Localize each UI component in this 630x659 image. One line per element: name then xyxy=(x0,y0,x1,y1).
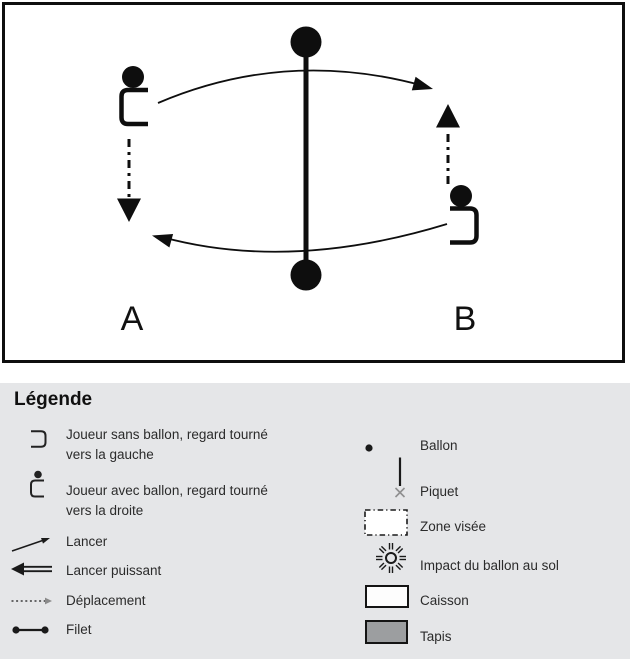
legend-item-label: Caisson xyxy=(420,593,469,608)
movement-arrow-a-icon xyxy=(117,139,141,222)
label-player-a: A xyxy=(121,300,144,338)
legend-item-label: Lancer puissant xyxy=(66,563,162,578)
legend-item-label: Joueur avec ballon, regard tourné vers l… xyxy=(66,483,268,518)
diagram-frame xyxy=(2,2,625,363)
legend-item-label: Impact du ballon au sol xyxy=(420,558,559,573)
legend-item-label: Déplacement xyxy=(66,593,146,608)
player-no-ball-facing-left-icon xyxy=(31,430,47,448)
player-b-icon xyxy=(450,185,479,245)
power-throw-arrow-icon xyxy=(11,562,52,576)
net-top-post-ball xyxy=(290,26,322,58)
target-zone-icon xyxy=(364,509,408,536)
throw-arrowhead-left-icon xyxy=(152,234,174,248)
movement-dashed-arrow-icon xyxy=(11,597,52,605)
ball-impact-icon xyxy=(375,543,407,574)
net-bottom-post-ball xyxy=(290,259,322,291)
legend-panel: Légende Joueur sans ballon, regard tourn… xyxy=(0,383,630,659)
movement-arrow-b-icon xyxy=(436,104,460,184)
legend-title: Légende xyxy=(14,389,93,410)
legend-item-label: Filet xyxy=(66,622,92,637)
legend-item-label: Zone visée xyxy=(420,519,487,534)
exercise-diagram: A B xyxy=(2,2,625,363)
box-icon xyxy=(365,585,409,608)
legend-item-label: Piquet xyxy=(420,484,459,499)
label-player-b: B xyxy=(454,300,477,338)
throw-arc-a-to-b xyxy=(157,69,425,104)
net-icon xyxy=(12,626,49,634)
legend-item-label: Lancer xyxy=(66,534,108,549)
post-icon xyxy=(394,457,406,498)
player-with-ball-facing-right-icon xyxy=(30,470,44,498)
legend-item-label: Tapis xyxy=(420,629,452,644)
throw-arc-b-to-a xyxy=(161,223,448,253)
player-a-icon xyxy=(119,66,148,127)
legend-item-label: Ballon xyxy=(420,438,458,453)
mat-icon xyxy=(365,620,408,644)
throw-arrowhead-right-icon xyxy=(411,76,433,91)
legend-item-label: Joueur sans ballon, regard tourné vers l… xyxy=(66,427,268,462)
ball-icon xyxy=(365,444,373,452)
throw-arrow-icon xyxy=(11,537,50,552)
